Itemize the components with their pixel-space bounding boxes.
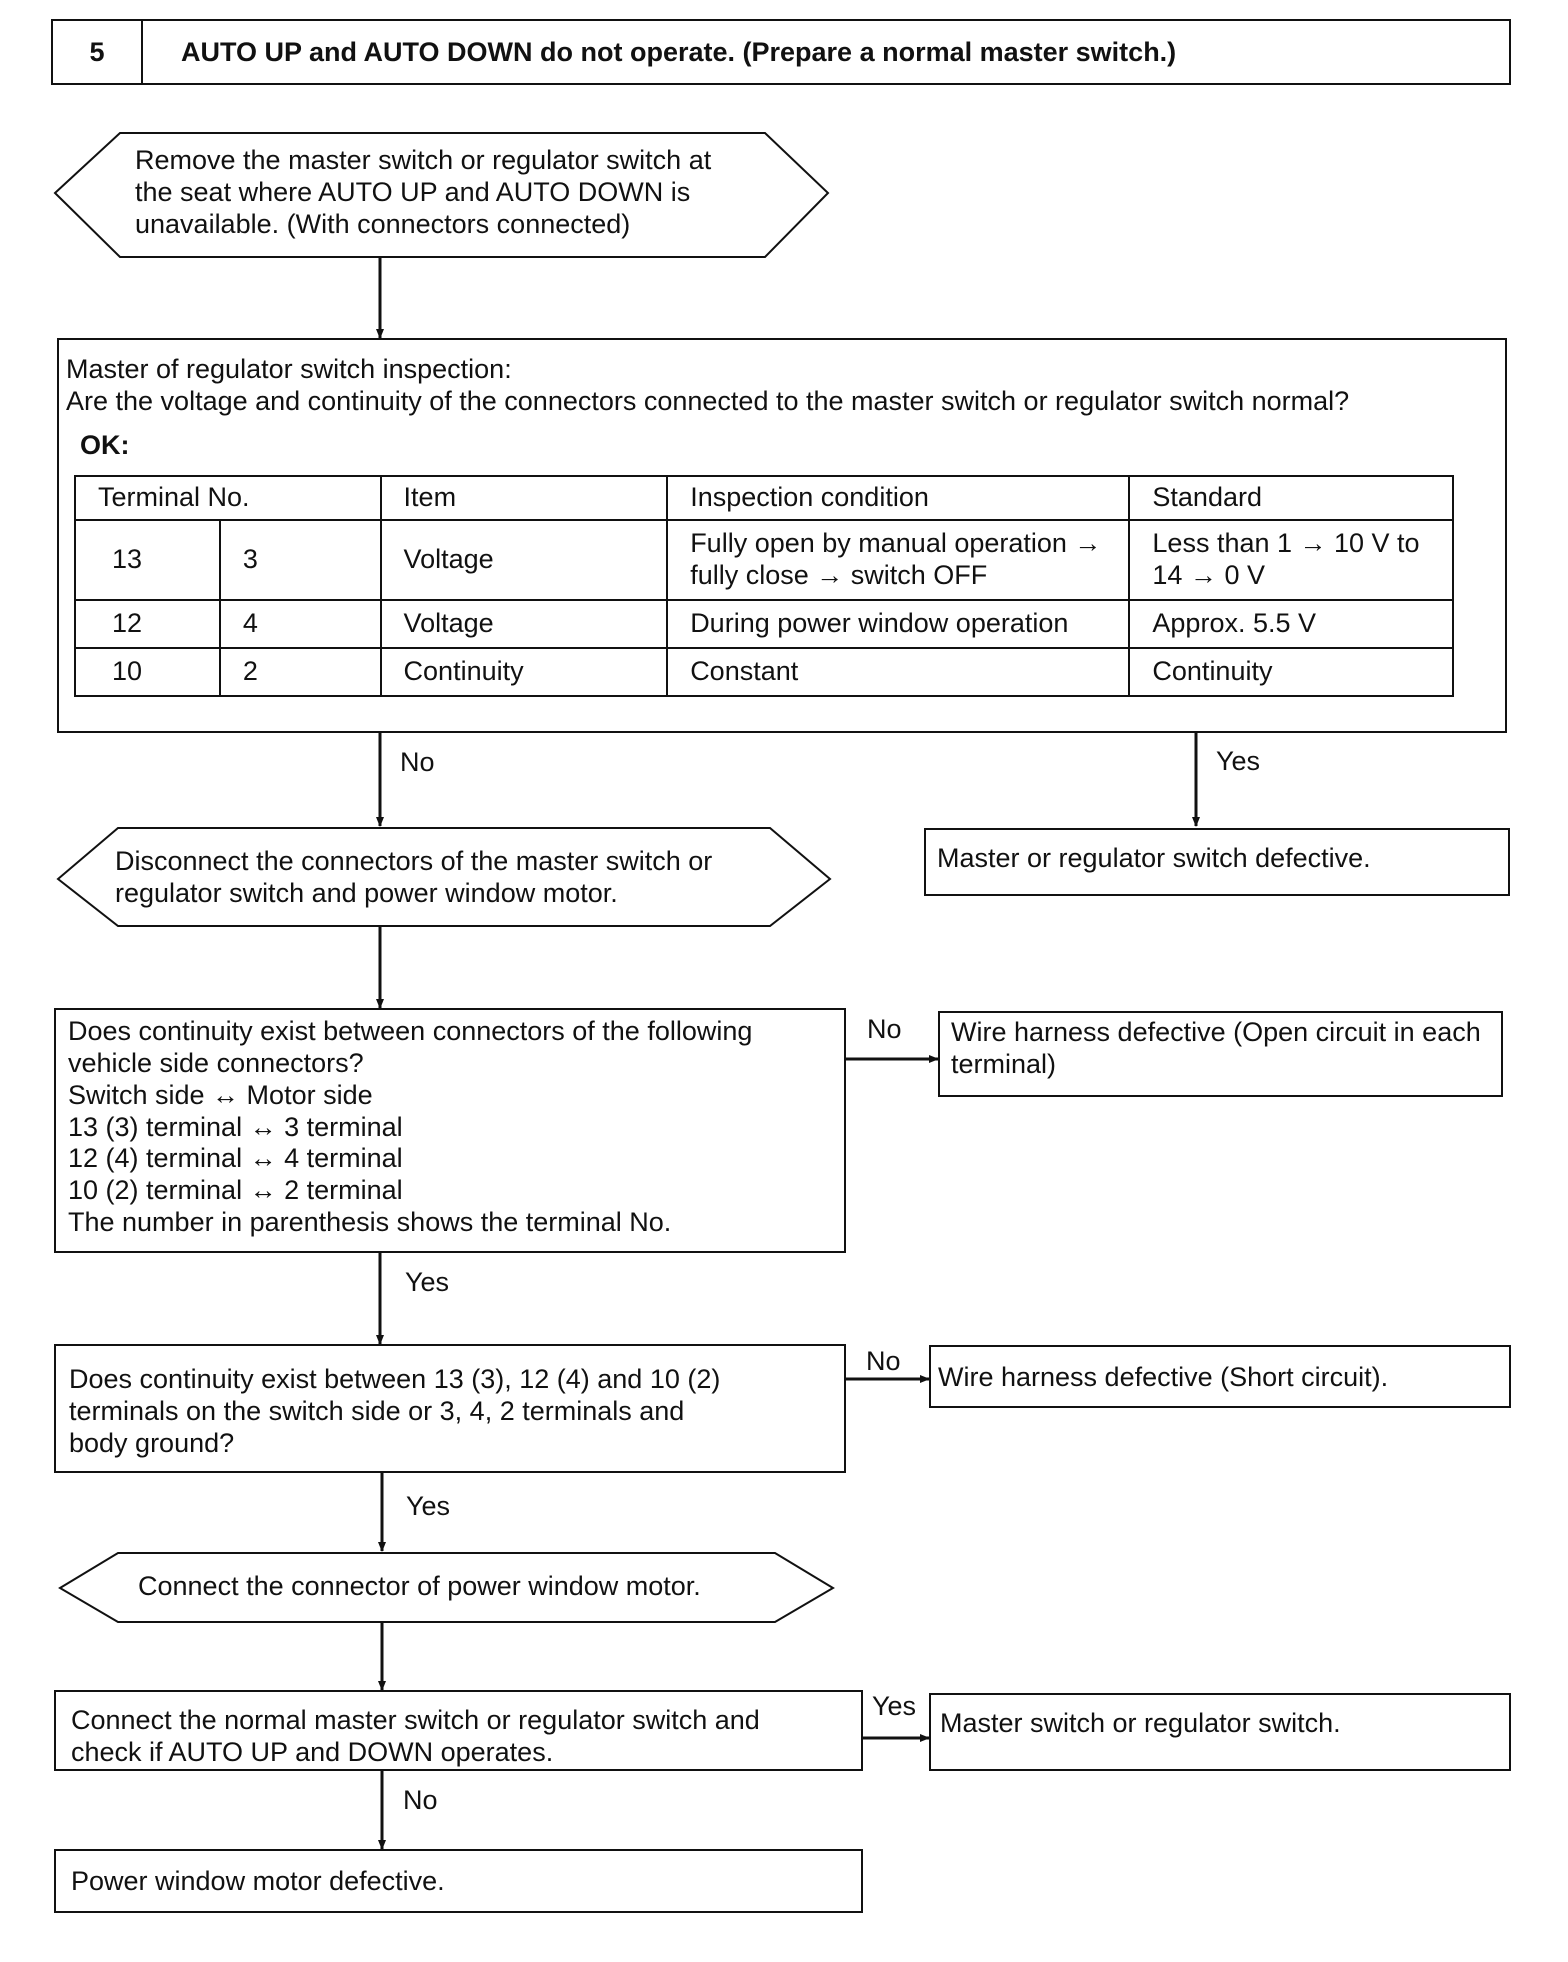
item-cell: Voltage xyxy=(379,519,669,601)
result-motor-defective-text: Power window motor defective. xyxy=(71,1866,445,1896)
header-terminal: Terminal No. xyxy=(74,475,382,521)
procedure-number: 5 xyxy=(53,21,143,83)
header-item: Item xyxy=(379,475,669,521)
procedure-title: AUTO UP and AUTO DOWN do not operate. (P… xyxy=(181,37,1177,67)
question3-box xyxy=(54,1344,846,1473)
terminal-motor: 2 xyxy=(218,647,382,697)
table-row: 10 2 Continuity Constant Continuity xyxy=(74,647,1454,697)
result-switch-defective-box xyxy=(924,828,1510,896)
terminal-motor: 3 xyxy=(218,519,382,601)
step1-hexagon xyxy=(53,132,830,258)
result-open-circuit-box xyxy=(938,1011,1503,1097)
question2-no-label: No xyxy=(867,1014,902,1044)
table-row: 12 4 Voltage During power window operati… xyxy=(74,599,1454,649)
item-cell: Continuity xyxy=(379,647,669,697)
item-cell: Voltage xyxy=(379,599,669,649)
result-short-circuit-text: Wire harness defective (Short circuit). xyxy=(938,1362,1389,1392)
question2-box xyxy=(54,1008,846,1253)
table-row: 13 3 Voltage Fully open by manual operat… xyxy=(74,519,1454,601)
question4-box xyxy=(54,1690,863,1771)
inspection-table: Terminal No. Item Inspection condition S… xyxy=(74,475,1454,697)
question3-no-label: No xyxy=(866,1346,901,1376)
result-short-circuit-box xyxy=(929,1345,1511,1408)
inspection-question: Are the voltage and continuity of the co… xyxy=(66,386,1350,416)
header-condition: Inspection condition xyxy=(666,475,1131,521)
condition-cell: Constant xyxy=(666,647,1131,697)
step1-text: Remove the master switch or regulator sw… xyxy=(135,145,712,239)
step3-text: Connect the connector of power window mo… xyxy=(138,1571,701,1601)
terminal-motor: 4 xyxy=(218,599,382,649)
step2-text: Disconnect the connectors of the master … xyxy=(115,846,713,908)
terminal-switch: 13 xyxy=(74,519,221,601)
standard-cell: Less than 1 → 10 V to 14 → 0 V xyxy=(1128,519,1454,601)
ok-label: OK: xyxy=(80,430,130,460)
result-open-circuit-text: Wire harness defective (Open circuit in … xyxy=(951,1017,1481,1079)
table-header-row: Terminal No. Item Inspection condition S… xyxy=(74,475,1454,521)
standard-cell: Continuity xyxy=(1128,647,1454,697)
question4-yes-label: Yes xyxy=(872,1691,917,1721)
result-switch-defective-text: Master or regulator switch defective. xyxy=(937,843,1371,873)
question2-yes-label: Yes xyxy=(405,1267,450,1297)
result-master-switch-box xyxy=(929,1693,1511,1771)
terminal-switch: 10 xyxy=(74,647,221,697)
header-standard: Standard xyxy=(1128,475,1454,521)
condition-cell: During power window operation xyxy=(666,599,1131,649)
question4-text: Connect the normal master switch or regu… xyxy=(71,1705,760,1767)
step3-hexagon xyxy=(58,1552,835,1623)
question3-text: Does continuity exist between 13 (3), 12… xyxy=(69,1364,721,1458)
procedure-header: 5 AUTO UP and AUTO DOWN do not operate. … xyxy=(51,19,1511,85)
result-master-switch-text: Master switch or regulator switch. xyxy=(940,1708,1341,1738)
question4-no-label: No xyxy=(403,1785,438,1815)
inspection-yes-label: Yes xyxy=(1216,746,1261,776)
terminal-switch: 12 xyxy=(74,599,221,649)
inspection-title: Master of regulator switch inspection: xyxy=(66,354,512,384)
step2-hexagon xyxy=(56,827,832,927)
question2-text: Does continuity exist between connectors… xyxy=(68,1016,753,1238)
condition-cell: Fully open by manual operation → fully c… xyxy=(666,519,1131,601)
inspection-no-label: No xyxy=(400,747,435,777)
question3-yes-label: Yes xyxy=(406,1491,451,1521)
standard-cell: Approx. 5.5 V xyxy=(1128,599,1454,649)
result-motor-defective-box xyxy=(54,1849,863,1913)
